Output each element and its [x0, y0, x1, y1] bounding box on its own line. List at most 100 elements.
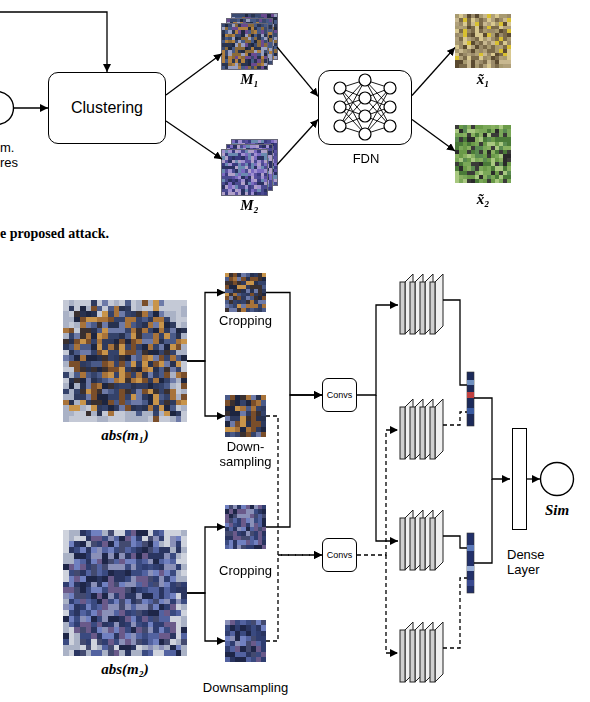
node-label: abs(m₂) — [63, 661, 187, 678]
neuron — [359, 74, 371, 86]
process-box: Clustering — [48, 72, 166, 144]
node-label: x̃₂ — [455, 191, 511, 208]
network-links — [340, 80, 390, 134]
arrow-connector — [277, 120, 318, 165]
image-patch — [455, 125, 511, 183]
circle-outline — [540, 462, 574, 496]
mask-image: abs(m₁) — [63, 300, 187, 422]
feature-cell — [467, 408, 474, 414]
conv-box: Convs — [322, 378, 357, 412]
conv-wire — [357, 305, 398, 395]
arrow-connector — [412, 120, 455, 152]
arrow-connector — [527, 478, 540, 479]
downsample-image: Down- sampling — [225, 395, 266, 437]
arrow-connector — [187, 593, 225, 641]
node-label: m. res — [0, 140, 24, 170]
feature-wire-dashed — [443, 578, 467, 648]
arrow-connector — [166, 54, 222, 95]
arrow-connector — [277, 47, 318, 96]
arrow-connector — [266, 395, 322, 527]
arrow-connector — [14, 107, 48, 108]
input-circle: m. res — [0, 94, 14, 122]
figure-caption: e proposed attack. — [0, 226, 109, 242]
node-label: x̃₁ — [455, 71, 511, 88]
arrow-connector — [187, 527, 225, 593]
feedback-wire — [0, 12, 107, 72]
dense-wire — [474, 398, 510, 479]
dense-wire — [474, 479, 492, 563]
arrow-connector — [187, 293, 225, 362]
arrow-connector — [266, 416, 322, 555]
neuron — [384, 101, 396, 113]
conv-wire-dashed — [357, 430, 398, 555]
neuron — [359, 110, 371, 122]
node-label: Downsampling — [190, 680, 301, 695]
node-label: Down- sampling — [213, 439, 278, 469]
neuron — [359, 128, 371, 140]
node-label: Dense Layer — [507, 547, 565, 577]
mask-stack: M₂ — [222, 140, 277, 195]
neuron — [334, 82, 346, 94]
downsample-image: Downsampling — [225, 620, 266, 662]
neuron — [384, 82, 396, 94]
node-label: M₂ — [222, 197, 277, 214]
output-image: x̃₂ — [455, 125, 511, 183]
arrow-connector — [266, 555, 322, 641]
feature-stack — [400, 274, 443, 334]
node-label: Cropping — [200, 563, 291, 578]
mask-image: abs(m₂) — [63, 530, 187, 656]
output-circle: Sim — [540, 462, 574, 496]
feature-stack — [400, 399, 443, 459]
mask-stack: M₁ — [222, 14, 277, 69]
crop-image: Cropping — [225, 273, 266, 312]
image-patch — [225, 395, 266, 437]
neuron — [359, 92, 371, 104]
feature-stack — [400, 510, 443, 570]
conv-wire — [376, 395, 398, 541]
node-label: M₁ — [222, 71, 277, 88]
feature-wire — [443, 536, 467, 548]
node-label: abs(m₁) — [63, 427, 187, 444]
node-label: Convs — [327, 550, 353, 560]
feature-wire-dashed — [443, 412, 467, 425]
node-label: Sim — [530, 502, 584, 519]
image-patch — [455, 14, 511, 68]
feature-vector — [467, 533, 474, 593]
arrow-connector — [266, 293, 322, 396]
feature-cell — [467, 580, 474, 586]
image-patch — [63, 530, 187, 656]
feature-cell — [467, 566, 474, 571]
circle-outline — [0, 94, 14, 122]
arrow-connector — [187, 361, 225, 416]
image-patch — [225, 505, 266, 549]
node-label: Convs — [327, 390, 353, 400]
feature-cell — [467, 392, 474, 398]
image-patch — [222, 24, 267, 69]
circle-shape — [541, 463, 574, 496]
feature-cell — [467, 545, 474, 551]
arrow-connector — [412, 48, 455, 96]
node-label: Cropping — [200, 313, 291, 328]
arrow-connector — [166, 121, 222, 159]
image-patch — [222, 150, 267, 195]
output-image: x̃₁ — [455, 14, 511, 68]
image-patch — [225, 620, 266, 662]
conv-wire-dashed — [386, 555, 398, 653]
image-patch — [225, 273, 266, 312]
circle-shape — [0, 92, 14, 125]
feature-stack — [400, 622, 443, 682]
neuron — [384, 120, 396, 132]
feature-vector — [467, 372, 474, 426]
feature-cell — [467, 380, 474, 385]
crop-image: Cropping — [225, 505, 266, 549]
feature-wire — [443, 300, 467, 385]
node-label: FDN — [319, 151, 413, 166]
node-label: Clustering — [71, 99, 143, 117]
network-box: FDN — [318, 70, 412, 145]
dense-layer: Dense Layer — [512, 428, 527, 530]
neuron — [334, 101, 346, 113]
image-patch — [63, 300, 187, 422]
conv-box: Convs — [322, 538, 357, 572]
